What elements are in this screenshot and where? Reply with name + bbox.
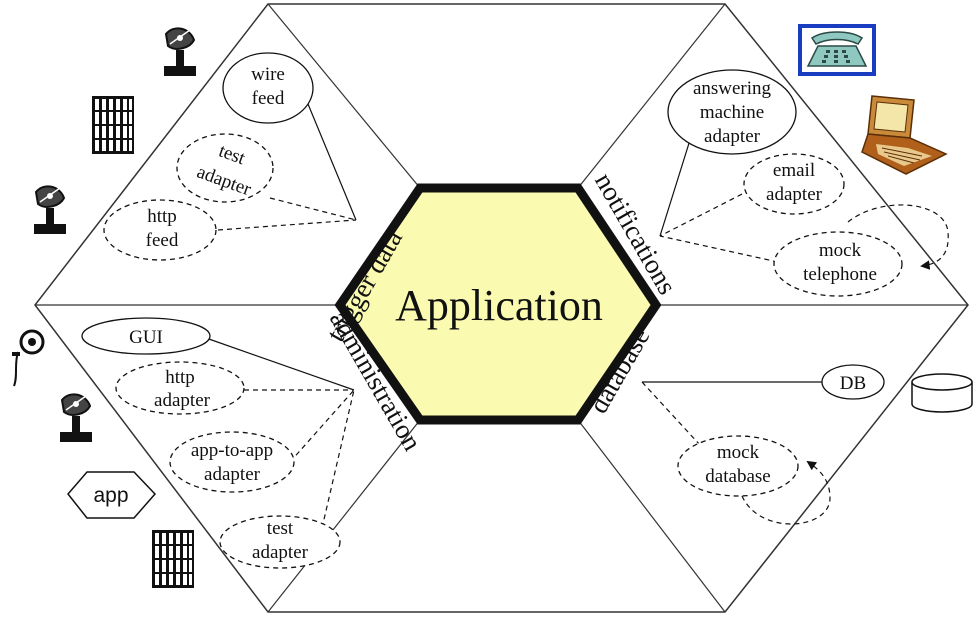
- gui-label: GUI: [129, 327, 163, 348]
- db-label: DB: [840, 373, 866, 394]
- answering-machine-label: adapter: [704, 126, 761, 147]
- test-adapter-bottom-label: test: [267, 518, 294, 539]
- http-feed-label: http: [147, 206, 177, 227]
- http-adapter: [115, 361, 245, 415]
- app-to-app-label: app-to-app: [191, 440, 273, 461]
- satellite-dish-icon: [164, 27, 196, 76]
- telephone-icon: [798, 24, 876, 76]
- database-cylinder-icon: [911, 373, 973, 413]
- satellite-dish-icon: [34, 185, 66, 234]
- http-adapter-label: http: [165, 367, 195, 388]
- app-to-app-label: adapter: [204, 464, 261, 485]
- divider-top-left: [267, 3, 421, 189]
- gui-adapter: [81, 317, 211, 355]
- answering-machine-label: answering: [693, 78, 772, 99]
- divider-bottom-right: [577, 419, 726, 613]
- answering-machine-adapter: [667, 69, 797, 155]
- test-adapter-bottom-label: adapter: [252, 542, 309, 563]
- db-adapter: [821, 364, 885, 400]
- building-icon: [92, 96, 134, 154]
- app-label: app: [93, 484, 128, 507]
- connector: [289, 389, 355, 463]
- divider-bottom-left: [267, 419, 421, 613]
- mock-telephone-loop: [847, 204, 949, 270]
- wire-feed-adapter: [222, 52, 314, 124]
- mock-telephone-adapter: [773, 231, 903, 297]
- email-adapter-label: email: [773, 160, 815, 181]
- person-icon: [12, 329, 45, 387]
- http-feed-label: feed: [146, 230, 179, 251]
- connector: [205, 337, 355, 391]
- mock-telephone-label: mock: [819, 240, 862, 261]
- wire-feed-label: feed: [252, 88, 285, 109]
- application-label: Application: [395, 281, 603, 330]
- email-adapter: [743, 153, 845, 215]
- mock-database-label: mock: [717, 442, 760, 463]
- mock-database-label: database: [705, 466, 770, 487]
- mock-telephone-label: telephone: [803, 264, 877, 285]
- connector: [659, 189, 751, 237]
- answering-machine-label: machine: [700, 102, 764, 123]
- mock-database-loop: [741, 460, 831, 525]
- http-adapter-label: adapter: [154, 390, 211, 411]
- mock-database-adapter: [677, 435, 799, 497]
- connector: [307, 103, 357, 221]
- laptop-icon: [861, 95, 948, 175]
- http-feed-adapter: [103, 199, 217, 261]
- test-adapter-bottom: [219, 515, 341, 569]
- satellite-dish-icon: [60, 393, 92, 442]
- connector: [659, 139, 691, 237]
- wire-feed-label: wire: [251, 64, 285, 85]
- building-icon: [152, 530, 194, 588]
- app-hexagon-icon: app: [67, 471, 157, 519]
- divider-top-right: [577, 3, 726, 189]
- connector: [659, 235, 779, 263]
- test-adapter-top: [176, 133, 274, 203]
- application-hexagon: [334, 183, 662, 425]
- app-to-app-adapter: [169, 431, 295, 493]
- connector: [321, 389, 355, 529]
- email-adapter-label: adapter: [766, 184, 823, 205]
- connector: [269, 197, 357, 221]
